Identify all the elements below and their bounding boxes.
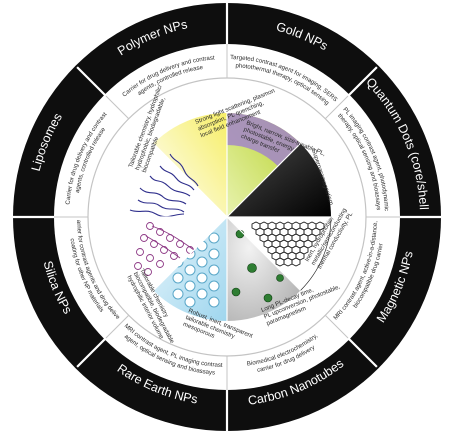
polymer-wedge — [123, 143, 227, 217]
rare-earth-wedge — [227, 217, 301, 321]
gold-wedge — [153, 113, 227, 217]
middle-dividers — [54, 44, 400, 390]
quantum-shell — [227, 113, 301, 167]
rare-earth-dots — [231, 229, 284, 303]
carbon-hex-mesh — [251, 221, 325, 267]
polymer-chains — [129, 153, 199, 218]
magnetic-wedge — [227, 143, 331, 217]
inner-pie — [123, 113, 332, 321]
inner-dividers — [123, 113, 331, 321]
outer-dividers — [13, 3, 441, 431]
liposome-wedge — [123, 217, 227, 291]
